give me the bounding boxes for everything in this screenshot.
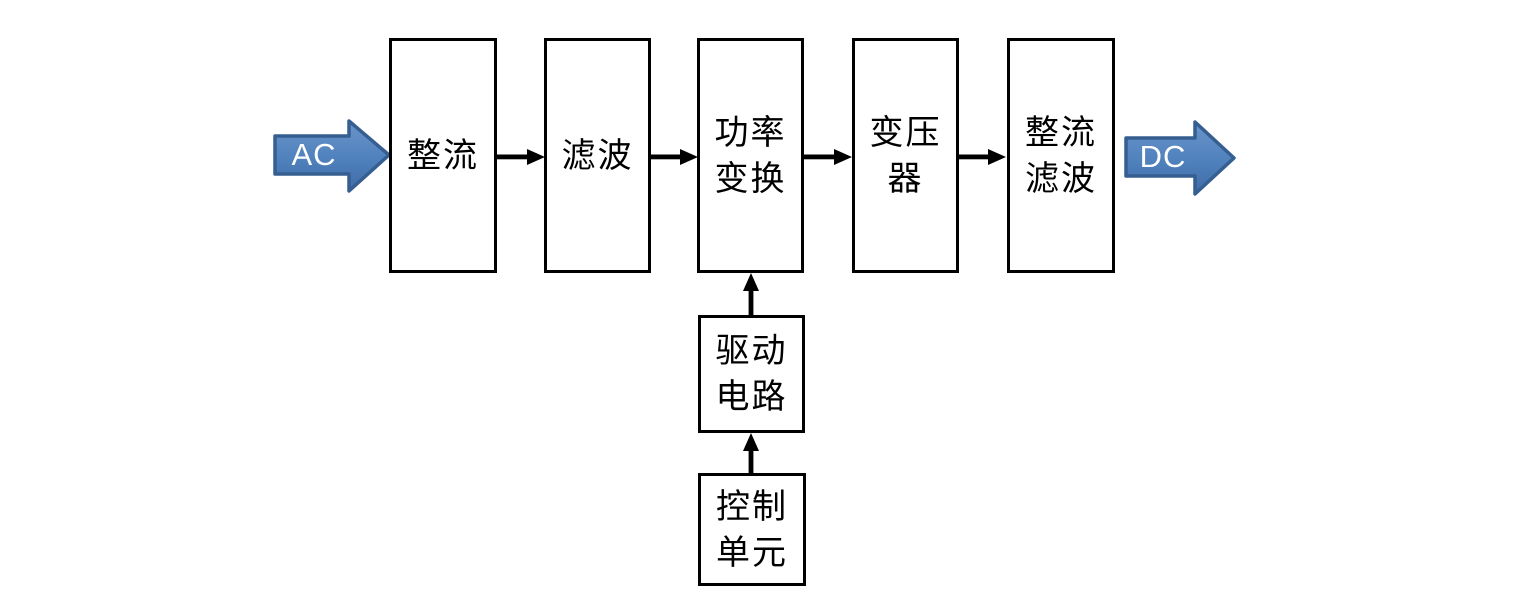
block-filter: 滤波 — [544, 38, 651, 273]
block-label-line: 整流 — [407, 135, 479, 176]
block-label-line: 变压 — [869, 112, 942, 153]
block-label-line: 器 — [887, 158, 924, 199]
block-label-line: 整流 — [1025, 112, 1097, 153]
arrow-rectifier-to-filter — [497, 149, 545, 165]
arrow-transformer-to-rectifier-filter — [959, 149, 1006, 165]
block-control-unit: 控制 单元 — [698, 473, 806, 586]
arrow-power-conversion-to-transformer — [804, 149, 852, 165]
block-label-line: 变换 — [714, 158, 787, 199]
dc-label: DC — [1139, 139, 1187, 174]
dc-arrow-shape — [1124, 120, 1236, 196]
block-rectifier-filter: 整流 滤波 — [1007, 38, 1115, 273]
block-label-line: 滤波 — [1025, 158, 1097, 199]
arrow-control-unit-to-drive-circuit — [743, 433, 759, 473]
ac-arrow-shape — [273, 119, 391, 193]
block-transformer: 变压 器 — [852, 38, 959, 273]
arrow-drive-circuit-to-power-conversion — [743, 273, 759, 315]
block-label-line: 功率 — [714, 112, 787, 153]
block-label-line: 滤波 — [561, 135, 634, 176]
block-label-line: 电路 — [715, 377, 788, 417]
ac-label: AC — [291, 137, 337, 172]
block-rectifier: 整流 — [389, 38, 497, 273]
block-label-line: 控制 — [716, 486, 788, 527]
block-power-conversion: 功率 变换 — [697, 38, 804, 273]
arrow-filter-to-power-conversion — [651, 149, 698, 165]
ac-input-arrow: AC — [273, 119, 391, 193]
block-label-line: 单元 — [716, 532, 788, 573]
block-label-line: 驱动 — [715, 331, 788, 371]
block-drive-circuit: 驱动 电路 — [698, 315, 805, 433]
dc-output-arrow: DC — [1124, 120, 1236, 196]
